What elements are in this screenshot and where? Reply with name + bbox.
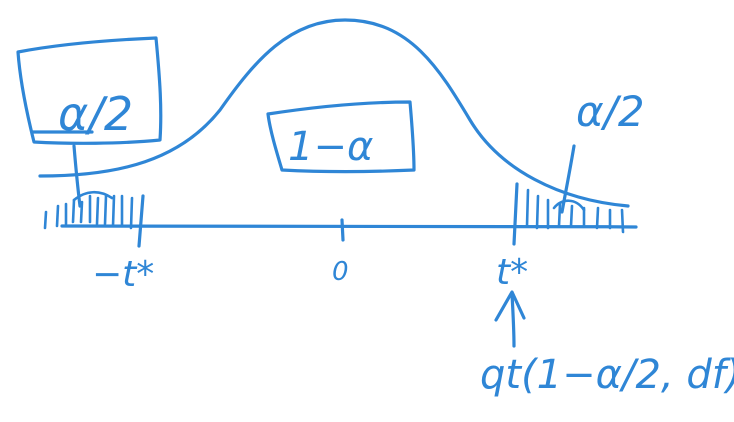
right-alpha-label: α/2 <box>576 87 645 136</box>
right-critical-tick <box>512 182 519 246</box>
left-alpha-box <box>16 36 163 145</box>
center-tick-label: 0 <box>332 257 349 287</box>
up-arrow-shaft <box>510 292 516 348</box>
left-tail-shading <box>43 190 134 230</box>
right-critical-label: t* <box>496 252 528 293</box>
right-alpha-pointer <box>560 144 576 214</box>
x-axis-line <box>60 224 638 229</box>
left-critical-tick <box>137 194 145 248</box>
left-critical-label: −t* <box>92 254 154 295</box>
bell-curve <box>38 18 630 208</box>
formula-label: qt(1−α/2, df) <box>480 352 734 398</box>
center-area-box <box>266 100 416 174</box>
up-arrow-head <box>494 290 526 322</box>
left-alpha-pointer <box>72 144 82 208</box>
center-tick <box>340 218 345 242</box>
center-area-label: 1−α <box>288 124 373 170</box>
right-tail-shading <box>525 188 625 234</box>
left-alpha-label: α/2 <box>58 87 133 141</box>
